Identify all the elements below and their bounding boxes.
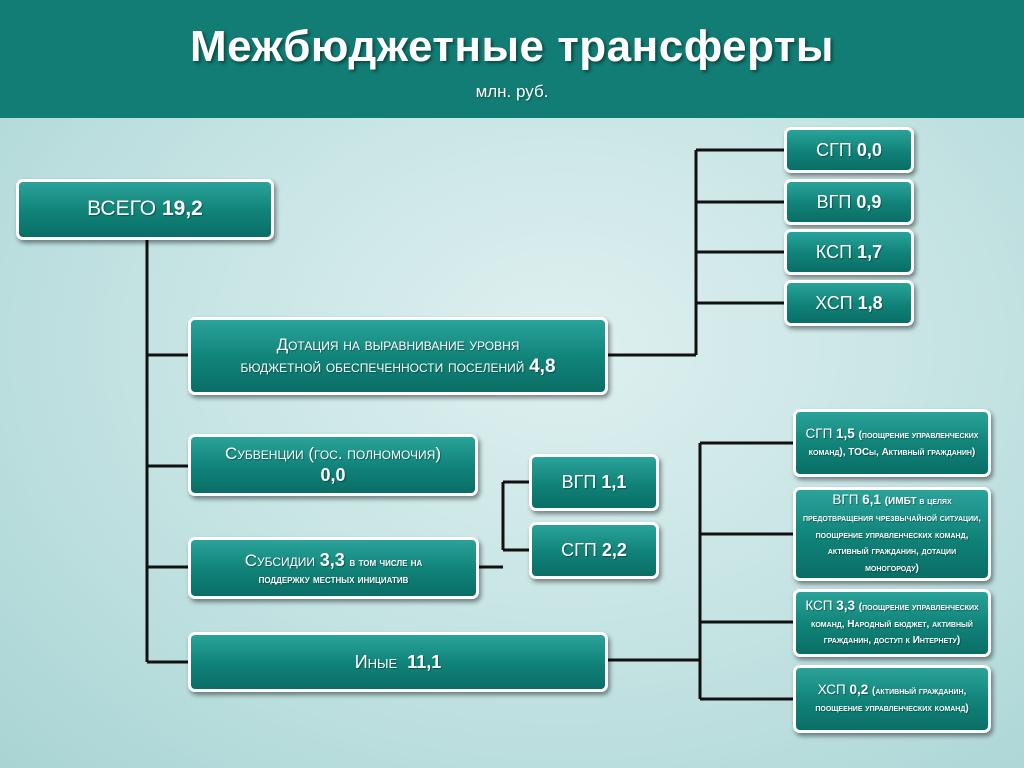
dotation-child-hsp: ХСП 1,8 (784, 280, 914, 326)
dotation-box: Дотация на выравнивание уровня бюджетной… (188, 317, 608, 395)
subsidies-note-inline: в том числе на (349, 555, 423, 570)
subsidies-note-line2: поддержку местных инициатив (258, 571, 409, 586)
subsidies-value: 3,3 (319, 550, 345, 571)
dotation-child-label: ХСП (815, 292, 853, 313)
other-child-label: ВГП (832, 491, 859, 507)
other-child-vgp: ВГП 6,1 (ИМБТ в целях предотвращения чре… (793, 487, 991, 581)
other-child-label: ХСП (817, 682, 846, 698)
dotation-child-ksp: КСП 1,7 (784, 229, 914, 275)
subsidies-child-vgp: ВГП 1,1 (529, 454, 659, 511)
total-box: ВСЕГО 19,2 (16, 179, 274, 240)
page-title: Межбюджетные трансферты (190, 22, 834, 71)
dotation-label-line2: бюджетной обеспеченности поселений (240, 356, 525, 376)
subventions-label: Субвенции (225, 444, 304, 464)
other-child-label: КСП (805, 597, 833, 613)
subventions-note: (гос. полномочия) (308, 444, 441, 464)
subsidies-child-value: 2,2 (601, 540, 627, 561)
other-child-value: 6,1 (862, 491, 881, 507)
dotation-child-vgp: ВГП 0,9 (784, 179, 914, 225)
other-child-note: (поощрение управленческих команд), ТОСы,… (808, 430, 979, 458)
total-value: 19,2 (161, 197, 203, 221)
header: Межбюджетные трансферты млн. руб. (0, 0, 1024, 118)
other-child-value: 0,2 (849, 682, 869, 698)
other-child-note: (поощрение управленческих команд, Народн… (811, 601, 979, 647)
other-child-sgp: СГП 1,5 (поощрение управленческих команд… (793, 409, 991, 477)
subsidies-label: Субсидии (244, 551, 315, 571)
total-label: ВСЕГО (87, 197, 157, 221)
dotation-child-value: 1,7 (857, 241, 883, 262)
other-child-ksp: КСП 3,3 (поощрение управленческих команд… (793, 589, 991, 657)
dotation-value: 4,8 (529, 355, 556, 377)
dotation-child-label: СГП (816, 139, 852, 160)
subsidies-child-label: ВГП (561, 472, 597, 493)
subventions-box: Субвенции (гос. полномочия) 0,0 (188, 434, 478, 496)
subventions-value: 0,0 (320, 465, 346, 486)
other-child-label: СГП (805, 426, 833, 442)
other-child-hsp: ХСП 0,2 (активный гражданин, поощеение у… (793, 665, 991, 733)
other-value: 11,1 (407, 651, 442, 672)
dotation-child-sgp: СГП 0,0 (784, 127, 914, 173)
dotation-child-label: ВГП (816, 191, 852, 212)
subsidies-box: Субсидии 3,3 в том числе на поддержку ме… (188, 537, 479, 599)
dotation-child-value: 0,9 (856, 191, 882, 212)
dotation-child-value: 1,8 (857, 292, 883, 313)
page-subtitle: млн. руб. (475, 82, 549, 101)
other-child-value: 3,3 (836, 597, 856, 613)
subsidies-child-label: СГП (561, 540, 597, 561)
dotation-child-value: 0,0 (856, 139, 882, 160)
other-child-note: (ИМБТ в целях предотвращения чрезвычайно… (802, 495, 981, 575)
other-label: Иные (354, 651, 398, 672)
dotation-label-line1: Дотация на выравнивание уровня (276, 334, 520, 354)
other-child-note: (активный гражданин, поощеение управленч… (815, 686, 969, 714)
other-child-value: 1,5 (836, 426, 855, 442)
subsidies-child-sgp: СГП 2,2 (529, 522, 659, 579)
subsidies-child-value: 1,1 (601, 472, 627, 493)
other-box: Иные 11,1 (188, 632, 608, 692)
dotation-child-label: КСП (815, 241, 853, 262)
